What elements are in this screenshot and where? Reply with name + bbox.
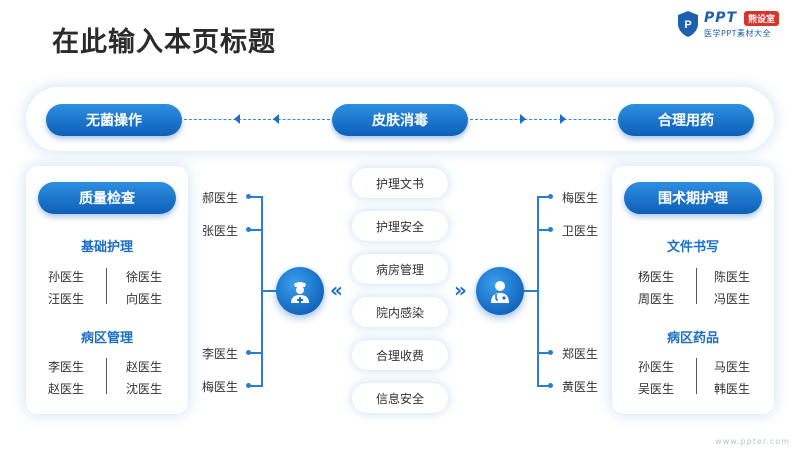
bracket-line	[538, 352, 552, 354]
logo-tag: 熊设室	[744, 11, 780, 26]
top-pill-left: 无菌操作	[46, 104, 182, 136]
right-group-1-name: 杨医生	[638, 270, 675, 284]
logo-brand-text: PPT	[704, 10, 738, 26]
bracket-line	[538, 196, 552, 198]
right-card: 围术期护理 文件书写 杨医生 陈医生 周医生 冯医生 病区药品 孙医生 马医生 …	[612, 166, 774, 414]
right-group-2-name: 孙医生	[638, 360, 675, 374]
arrow-left-icon	[273, 114, 279, 124]
nurse-icon	[276, 267, 324, 315]
center-item: 病房管理	[352, 254, 448, 284]
shield-logo-icon: P	[678, 11, 698, 37]
left-card-header: 质量检查	[38, 182, 176, 214]
bracket-stem	[524, 290, 538, 292]
page-title: 在此输入本页标题	[52, 27, 276, 58]
right-group-2-name: 吴医生	[638, 382, 675, 396]
left-group-2-title: 病区管理	[80, 331, 133, 346]
bracket-vertical	[537, 196, 539, 387]
bracket-line	[538, 385, 552, 387]
bracket-line	[248, 385, 262, 387]
double-chevron-right-icon: »	[454, 278, 467, 302]
doctor-stethoscope-icon	[476, 267, 524, 315]
center-item: 护理文书	[352, 168, 448, 198]
left-group-1-name: 徐医生	[126, 270, 163, 284]
divider	[106, 358, 107, 394]
right-group-1-name: 冯医生	[714, 292, 751, 306]
divider	[106, 268, 107, 304]
right-group-1-title: 文件书写	[666, 240, 719, 255]
left-doctor: 郝医生	[202, 191, 239, 205]
arrow-right-icon	[520, 114, 526, 124]
center-item: 护理安全	[352, 211, 448, 241]
left-group-2-name: 沈医生	[126, 382, 163, 396]
footer-url: www.ppter.com	[715, 437, 790, 446]
svg-text:P: P	[684, 19, 691, 31]
left-card: 质量检查 基础护理 孙医生 徐医生 汪医生 向医生 病区管理 李医生 赵医生 赵…	[26, 166, 188, 414]
arrow-right-icon	[560, 114, 566, 124]
divider	[696, 268, 697, 304]
logo-subtitle: 医学PPT素材大全	[704, 29, 772, 38]
bracket-line	[538, 229, 552, 231]
left-group-1-title: 基础护理	[80, 240, 133, 255]
right-group-1-name: 陈医生	[714, 270, 751, 284]
divider	[696, 358, 697, 394]
center-item: 合理收费	[352, 340, 448, 370]
bracket-line	[248, 196, 262, 198]
right-doctor: 卫医生	[562, 224, 599, 238]
left-doctor: 梅医生	[202, 380, 239, 394]
left-group-1-name: 汪医生	[48, 292, 85, 306]
brand-logo: P PPT 熊设室 医学PPT素材大全	[676, 8, 796, 42]
bracket-line	[248, 352, 262, 354]
left-group-1-name: 向医生	[126, 292, 163, 306]
top-pill-center: 皮肤消毒	[332, 104, 468, 136]
right-doctor: 梅医生	[562, 191, 599, 205]
right-doctor: 郑医生	[562, 347, 599, 361]
connector-left	[184, 119, 330, 120]
right-group-1-name: 周医生	[638, 292, 675, 306]
right-group-2-name: 马医生	[714, 360, 751, 374]
left-group-2-name: 赵医生	[126, 360, 163, 374]
bracket-line	[248, 229, 262, 231]
left-group-2-name: 赵医生	[48, 382, 85, 396]
right-group-2-name: 韩医生	[714, 382, 751, 396]
double-chevron-left-icon: «	[330, 278, 343, 302]
left-group-2-name: 李医生	[48, 360, 85, 374]
center-item: 院内感染	[352, 297, 448, 327]
right-card-header: 围术期护理	[624, 182, 762, 214]
left-doctor: 张医生	[202, 224, 239, 238]
bracket-stem	[262, 290, 276, 292]
left-group-1-name: 孙医生	[48, 270, 85, 284]
arrow-left-icon	[234, 114, 240, 124]
right-doctor: 黄医生	[562, 380, 599, 394]
connector-right	[470, 119, 616, 120]
top-pill-right: 合理用药	[618, 104, 754, 136]
center-item: 信息安全	[352, 383, 448, 413]
right-group-2-title: 病区药品	[666, 331, 719, 346]
left-doctor: 李医生	[202, 347, 239, 361]
